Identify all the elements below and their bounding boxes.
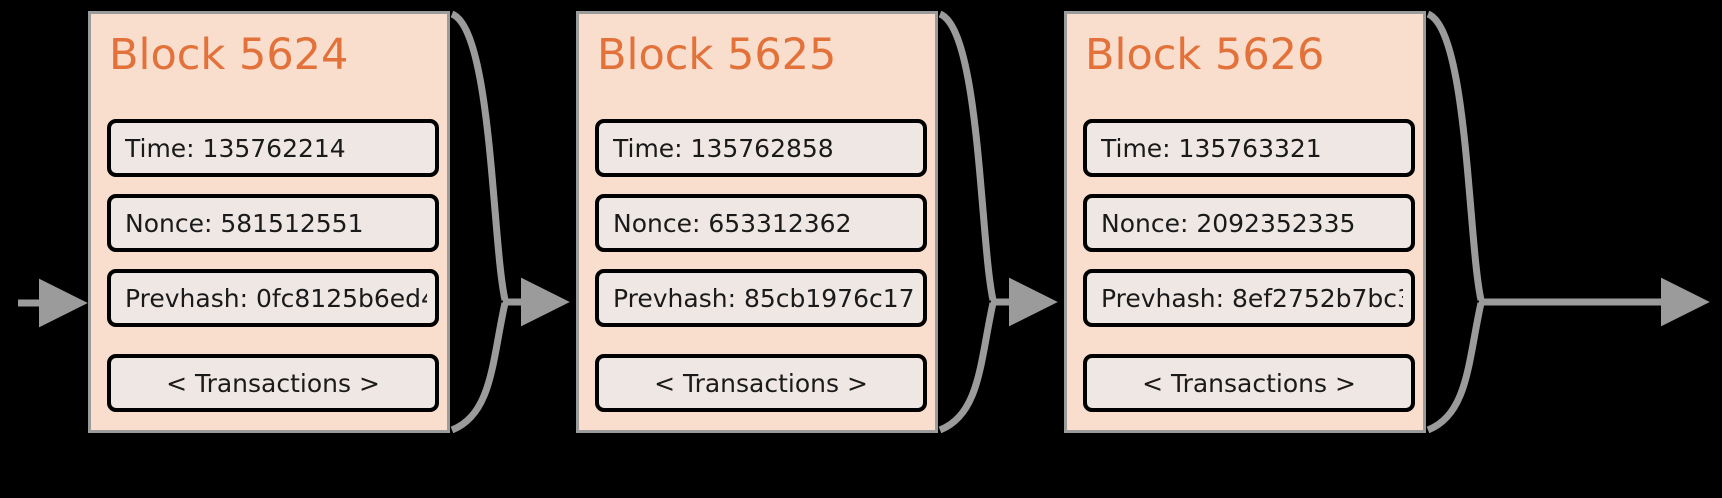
block-field-time[interactable]: Time: 135762214 bbox=[107, 119, 439, 177]
block-field-transactions[interactable]: < Transactions > bbox=[595, 354, 927, 412]
block-field-transactions-text: < Transactions > bbox=[654, 368, 868, 398]
block-field-transactions-text: < Transactions > bbox=[1142, 368, 1356, 398]
block-field-nonce[interactable]: Nonce: 2092352335 bbox=[1083, 194, 1415, 252]
block-field-time[interactable]: Time: 135762858 bbox=[595, 119, 927, 177]
block-field-time[interactable]: Time: 135763321 bbox=[1083, 119, 1415, 177]
connector-5626-outgoing bbox=[1426, 10, 1710, 434]
connector-5625-to-5626 bbox=[938, 10, 1058, 434]
block-field-nonce[interactable]: Nonce: 653312362 bbox=[595, 194, 927, 252]
block-card[interactable]: Block 5625 Time: 135762858 Nonce: 653312… bbox=[576, 11, 938, 433]
block-field-prevhash[interactable]: Prevhash: 85cb1976c171 bbox=[595, 269, 927, 327]
connector-5624-to-5625 bbox=[450, 10, 570, 434]
block-field-transactions-text: < Transactions > bbox=[166, 368, 380, 398]
block-field-transactions[interactable]: < Transactions > bbox=[107, 354, 439, 412]
block-title: Block 5624 bbox=[109, 30, 349, 80]
block-field-prevhash-text: Prevhash: 0fc8125b6ed4 bbox=[125, 283, 427, 313]
block-card[interactable]: Block 5626 Time: 135763321 Nonce: 209235… bbox=[1064, 11, 1426, 433]
block-title: Block 5625 bbox=[597, 30, 837, 80]
block-field-prevhash-text: Prevhash: 8ef2752b7bc3 bbox=[1101, 283, 1403, 313]
block-field-nonce-text: Nonce: 2092352335 bbox=[1101, 208, 1356, 238]
block-card[interactable]: Block 5624 Time: 135762214 Nonce: 581512… bbox=[88, 11, 450, 433]
block-field-prevhash[interactable]: Prevhash: 0fc8125b6ed4 bbox=[107, 269, 439, 327]
block-title: Block 5626 bbox=[1085, 30, 1325, 80]
block-field-time-text: Time: 135763321 bbox=[1101, 133, 1322, 163]
block-field-time-text: Time: 135762858 bbox=[613, 133, 834, 163]
block-field-nonce-text: Nonce: 581512551 bbox=[125, 208, 364, 238]
block-field-nonce-text: Nonce: 653312362 bbox=[613, 208, 852, 238]
block-field-transactions[interactable]: < Transactions > bbox=[1083, 354, 1415, 412]
block-field-prevhash[interactable]: Prevhash: 8ef2752b7bc3 bbox=[1083, 269, 1415, 327]
block-field-nonce[interactable]: Nonce: 581512551 bbox=[107, 194, 439, 252]
block-field-prevhash-text: Prevhash: 85cb1976c171 bbox=[613, 283, 915, 313]
block-field-time-text: Time: 135762214 bbox=[125, 133, 346, 163]
